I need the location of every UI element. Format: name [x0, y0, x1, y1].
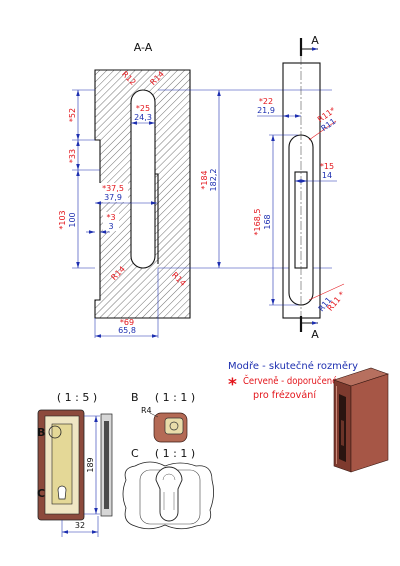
dim-overall-length-actual: 182,2 [209, 169, 218, 192]
legend-actual: Modře - skutečné rozměry [228, 361, 358, 372]
lock-body-slot [51, 423, 73, 505]
lock-side-strip [104, 421, 109, 509]
detail-b-radius: R4 [141, 406, 152, 415]
dim-overall-depth-recommended: *69 [120, 318, 134, 327]
label-mask-slot-depth [98, 183, 128, 202]
detail-c-label: C [131, 447, 139, 460]
detail-c: C ( 1 : 1 ) [122, 447, 214, 530]
render-slot-inner [341, 420, 344, 446]
overview-1-5: ( 1 : 5 ) B C 189 32 [37, 391, 113, 537]
dim-window-width-recommended: *15 [320, 162, 334, 171]
cylinder-cutout [57, 485, 67, 500]
dim-recess-length-recommended: *103 [58, 210, 67, 229]
detail-c-scale: ( 1 : 1 ) [155, 447, 195, 460]
dim-slot-length-recommended: *168,5 [253, 209, 262, 236]
width-extensions [61, 516, 99, 537]
detail-b-leader [149, 412, 159, 418]
dim-slot-depth-recommended: *37,5 [102, 184, 124, 193]
dim-slot-depth-actual: 37,9 [104, 193, 122, 202]
dim-recess-depth-actual: 3 [108, 222, 113, 231]
dim-slot-length-actual: 168 [263, 214, 272, 229]
label-mask-recess-depth [103, 212, 119, 231]
dim-overall-length-recommended: *184 [200, 170, 209, 189]
render-right-face [350, 373, 389, 473]
extension-lines-bottom [94, 268, 159, 338]
dim-overall-depth-actual: 65,8 [118, 326, 136, 335]
detail-b-scale: ( 1 : 1 ) [155, 391, 195, 404]
cut-label-bottom: A [311, 328, 319, 341]
cut-label-top: A [311, 34, 319, 47]
section-title: A-A [134, 41, 153, 54]
height-extensions [84, 415, 100, 515]
dim-recess-depth-recommended: *3 [106, 213, 115, 222]
overview-scale: ( 1 : 5 ) [57, 391, 97, 404]
dim-slot-width-actual: 24,3 [134, 113, 152, 122]
dim-height: 189 [86, 457, 95, 472]
leader-radius-bottom [308, 283, 345, 301]
detail-b: B ( 1 : 1 ) R4 [131, 391, 195, 443]
dim-upper-offset-recommended: *52 [68, 108, 77, 122]
side-view: A A *22 21,9 R11* R11 *15 14 *168,5 168 … [253, 34, 347, 341]
section-view-a-a: A-A R12 R14 R14 R14 *25 24,3 *52 *33 *10… [58, 41, 332, 338]
detail-b-cutout [164, 417, 184, 435]
pocket-3d-render [333, 367, 389, 473]
dim-window-width-actual: 14 [322, 171, 332, 180]
leader-radius-top [308, 120, 337, 141]
dim-width: 32 [75, 521, 85, 530]
detail-b-marker: B [37, 426, 45, 439]
legend-recommended-continued: pro frézování [253, 390, 316, 401]
dim-offset-actual: 21,9 [257, 106, 275, 115]
render-recess-edge [336, 386, 337, 464]
detail-b-label: B [131, 391, 139, 404]
latch-circle [48, 425, 62, 439]
legend-star-icon: * [228, 375, 237, 395]
dim-offset-recommended: *22 [259, 97, 273, 106]
pocket-step-line [155, 173, 159, 264]
detail-c-marker: C [37, 487, 45, 500]
dim-recess-offset-recommended: *33 [68, 149, 77, 163]
dim-recess-length-actual: 100 [68, 212, 77, 227]
detail-b-latch [169, 421, 179, 431]
extension-lines-left [72, 89, 100, 269]
detail-c-cylinder-cutout [155, 466, 183, 522]
dim-slot-width-recommended: *25 [136, 104, 150, 113]
detail-c-inner-lines [162, 473, 176, 510]
section-slot [130, 89, 156, 269]
